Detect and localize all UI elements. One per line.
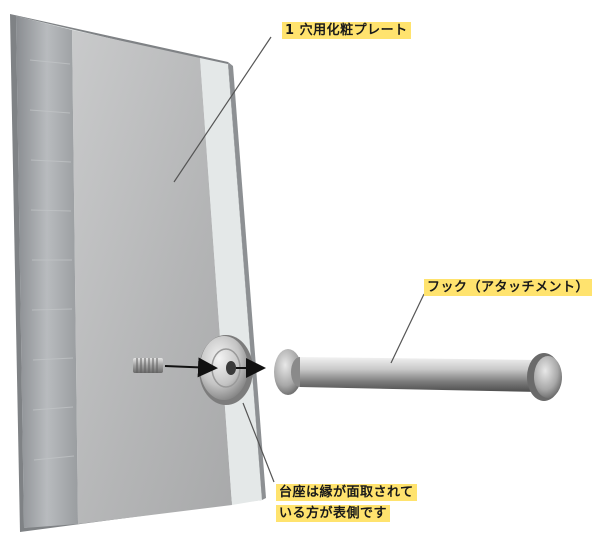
hook-label: フック（アタッチメント） <box>424 277 593 298</box>
plate-right-edge <box>200 58 262 505</box>
leader-line-base <box>242 402 275 483</box>
leader-line-plate <box>173 36 272 183</box>
leader-line-hook <box>390 293 425 364</box>
hook-end-cap <box>534 356 562 398</box>
plate-right-side <box>228 62 266 500</box>
base-label-line2: いる方が表側です <box>276 505 391 522</box>
plate-edge-ridges <box>29 59 75 461</box>
decorative-plate <box>10 14 266 532</box>
base-label: 台座は縁が面取されて いる方が表側です <box>276 482 417 524</box>
base-disc <box>199 335 253 405</box>
hook-rod <box>300 357 540 392</box>
arrow-screw-to-base <box>164 357 218 378</box>
plate-left-edge <box>16 16 78 528</box>
plate-label: 1 穴用化粧プレート <box>282 20 411 41</box>
base-label-line1: 台座は縁が面取されて <box>276 484 417 501</box>
plate-metal-panel <box>72 30 232 524</box>
hook-attachment <box>274 349 562 401</box>
screw <box>133 358 163 373</box>
